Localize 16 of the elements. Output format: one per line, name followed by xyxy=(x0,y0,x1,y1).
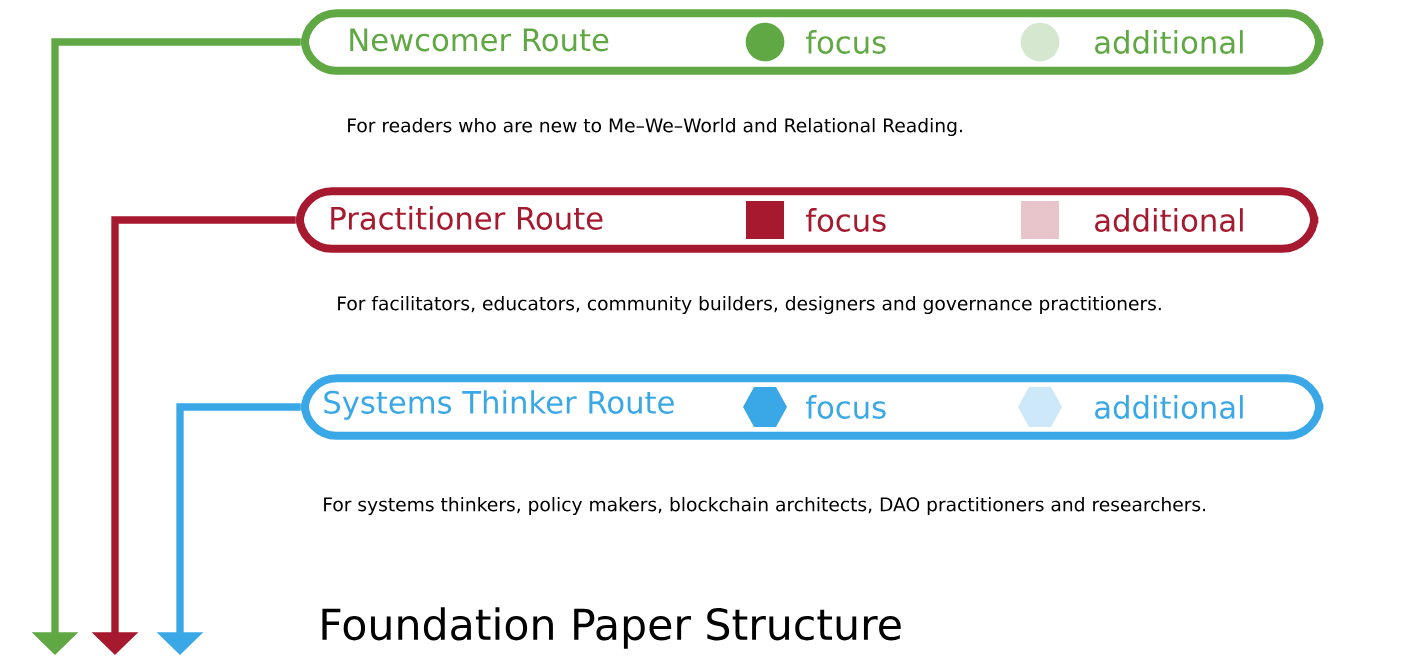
legend-label: additional xyxy=(1095,30,1243,54)
description: For systems thinkers, policy makers, blockchain architects, DAO practitioners and researchers. xyxy=(324,497,1206,516)
route-title: Practitioner Route xyxy=(331,206,603,230)
legend-label: focus xyxy=(806,208,886,232)
legend-label: focus xyxy=(806,30,886,54)
title: Foundation Paper Structure xyxy=(322,607,901,649)
route-pill xyxy=(300,374,1324,440)
description: For facilitators, educators, community builders, designers and governance practitioners. xyxy=(338,296,1161,315)
legend-label: additional xyxy=(1095,395,1243,419)
legend-label: additional xyxy=(1095,208,1243,232)
route-title: Newcomer Route xyxy=(350,28,609,52)
legend-label: focus xyxy=(806,395,886,419)
description: For readers who are new to Me–We–World and Relational Reading. xyxy=(348,118,962,137)
route-pill xyxy=(300,9,1324,75)
route-title: Systems Thinker Route xyxy=(324,390,674,420)
route-pill xyxy=(295,187,1319,253)
